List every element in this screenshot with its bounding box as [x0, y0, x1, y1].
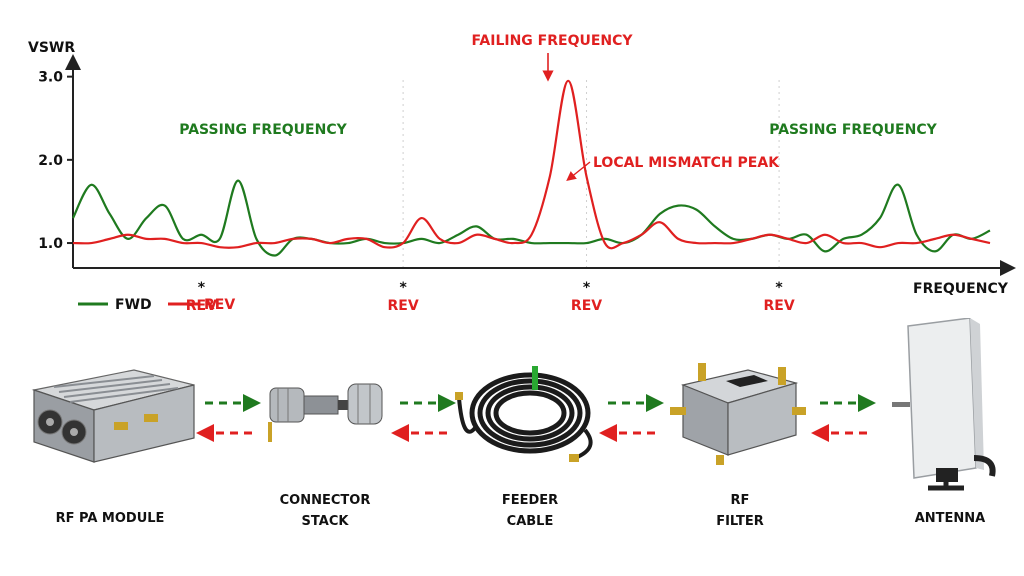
legend-rev-label: REV [204, 297, 235, 313]
vswr-chart: VSWR FREQUENCY 3.0 2.0 1.0 FAILING FREQUEN… [28, 33, 1016, 314]
x-axis-label: FREQUENCY [913, 281, 1009, 297]
antenna-label: ANTENNA [914, 511, 986, 526]
rf-pa-module-image [31, 369, 195, 463]
legend-fwd-label: FWD [115, 297, 152, 313]
rf-filter-image [670, 363, 806, 465]
passing-right-label: PASSING FREQUENCY [769, 122, 937, 138]
rev-marker-label-3: REV [763, 298, 794, 314]
connector-stack-label: CONNECTOR STACK [279, 493, 371, 529]
mismatch-arrow [566, 161, 591, 182]
rf-filter-label: RF FILTER [716, 493, 764, 529]
legend: FWD REV [78, 297, 235, 313]
rev-marker-label-2: REV [571, 298, 602, 314]
feeder-cable-label: FEEDER CABLE [501, 493, 559, 529]
y-tick-label-2: 1.0 [38, 236, 63, 252]
star-marker-3: * [775, 280, 783, 296]
failing-frequency-label: FAILING FREQUENCY [471, 33, 633, 49]
rev-marker-label-1: REV [388, 298, 419, 314]
y-tick-label-1: 2.0 [38, 153, 63, 169]
mismatch-label: LOCAL MISMATCH PEAK [593, 155, 780, 171]
star-marker-0: * [198, 280, 206, 296]
rf-pa-module-label: RF PA MODULE [55, 511, 165, 526]
series-rev-line [72, 79, 991, 250]
y-axis-label: VSWR [28, 40, 75, 56]
star-marker-1: * [399, 280, 407, 296]
passing-left-label: PASSING FREQUENCY [179, 122, 347, 138]
signal-arrows [196, 394, 876, 442]
connector-stack-image [268, 383, 383, 442]
rev-marker-label-0: REV [186, 298, 217, 314]
y-tick-label-0: 3.0 [38, 70, 63, 86]
series-fwd-line [72, 179, 991, 257]
star-marker-2: * [583, 280, 591, 296]
antenna-image [892, 318, 996, 491]
feeder-cable-image [455, 366, 593, 462]
